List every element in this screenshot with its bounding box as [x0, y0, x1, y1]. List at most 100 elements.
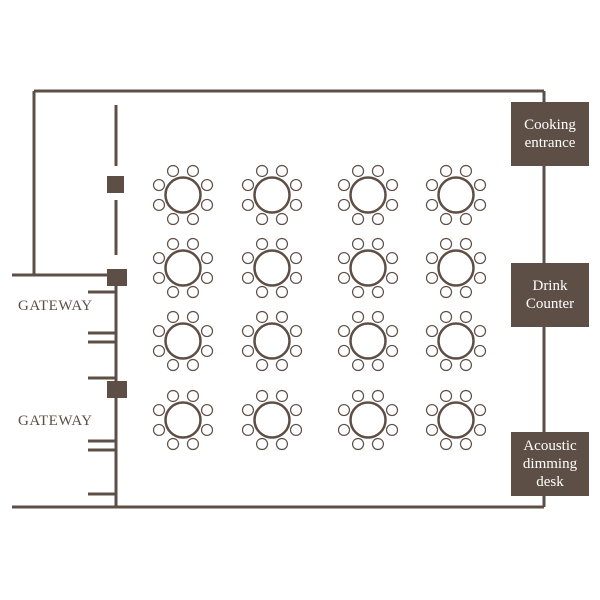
- seat: [351, 285, 365, 299]
- seat: [186, 437, 200, 451]
- seat: [200, 403, 214, 417]
- seat: [289, 198, 303, 212]
- seat: [385, 271, 399, 285]
- round-table: [437, 176, 475, 214]
- seat: [152, 251, 166, 265]
- seat: [337, 271, 351, 285]
- seat: [351, 310, 365, 324]
- seat: [425, 344, 439, 358]
- table-3-1: [152, 310, 214, 372]
- seat: [439, 285, 453, 299]
- table-1-2: [241, 164, 303, 226]
- round-table: [253, 176, 291, 214]
- seat: [439, 358, 453, 372]
- seat: [473, 324, 487, 338]
- table-2-1: [152, 237, 214, 299]
- seat: [186, 212, 200, 226]
- round-table: [349, 249, 387, 287]
- round-table: [164, 249, 202, 287]
- round-table: [164, 401, 202, 439]
- seat: [385, 403, 399, 417]
- seat: [186, 358, 200, 372]
- round-table: [437, 401, 475, 439]
- seat: [459, 285, 473, 299]
- seat: [385, 344, 399, 358]
- round-table: [253, 249, 291, 287]
- round-table: [253, 322, 291, 360]
- seat: [166, 164, 180, 178]
- seat: [166, 285, 180, 299]
- round-table: [349, 322, 387, 360]
- seat: [439, 389, 453, 403]
- seat: [473, 271, 487, 285]
- seat: [166, 310, 180, 324]
- seat: [200, 178, 214, 192]
- gateway-label-upper: GATEWAY: [18, 298, 93, 314]
- table-2-3: [337, 237, 399, 299]
- seat: [200, 271, 214, 285]
- seat: [289, 324, 303, 338]
- table-2-4: [425, 237, 487, 299]
- seat: [351, 389, 365, 403]
- seat: [166, 212, 180, 226]
- seat: [152, 403, 166, 417]
- seat: [289, 178, 303, 192]
- seat: [152, 423, 166, 437]
- seat: [241, 403, 255, 417]
- seat: [473, 423, 487, 437]
- table-4-2: [241, 389, 303, 451]
- seat: [241, 324, 255, 338]
- seat: [351, 237, 365, 251]
- seat: [289, 423, 303, 437]
- seat: [439, 237, 453, 251]
- seat: [473, 403, 487, 417]
- seat: [371, 389, 385, 403]
- seat: [255, 285, 269, 299]
- seat: [439, 164, 453, 178]
- table-3-4: [425, 310, 487, 372]
- table-4-3: [337, 389, 399, 451]
- seat: [241, 251, 255, 265]
- round-table: [437, 249, 475, 287]
- seat: [337, 178, 351, 192]
- seat: [186, 164, 200, 178]
- tables: [152, 164, 487, 451]
- table-3-2: [241, 310, 303, 372]
- seat: [275, 285, 289, 299]
- seat: [241, 178, 255, 192]
- seat: [439, 212, 453, 226]
- seat: [459, 437, 473, 451]
- pillar-2: [107, 269, 127, 286]
- seat: [337, 403, 351, 417]
- seat: [289, 251, 303, 265]
- seat: [425, 324, 439, 338]
- seat: [459, 237, 473, 251]
- round-table: [349, 401, 387, 439]
- seat: [371, 237, 385, 251]
- seat: [289, 271, 303, 285]
- seat: [425, 178, 439, 192]
- seat: [459, 310, 473, 324]
- seat: [425, 423, 439, 437]
- seat: [241, 423, 255, 437]
- seat: [275, 237, 289, 251]
- seat: [275, 310, 289, 324]
- table-1-1: [152, 164, 214, 226]
- seat: [241, 271, 255, 285]
- seat: [371, 310, 385, 324]
- seat: [255, 212, 269, 226]
- seat: [200, 198, 214, 212]
- seat: [473, 178, 487, 192]
- seat: [255, 358, 269, 372]
- round-table: [253, 401, 291, 439]
- seat: [255, 237, 269, 251]
- seat: [337, 423, 351, 437]
- seat: [241, 344, 255, 358]
- seat: [337, 198, 351, 212]
- seat: [200, 423, 214, 437]
- drink-counter-label: Drink Counter: [511, 263, 589, 327]
- seat: [385, 178, 399, 192]
- seat: [371, 437, 385, 451]
- table-1-3: [337, 164, 399, 226]
- seat: [337, 251, 351, 265]
